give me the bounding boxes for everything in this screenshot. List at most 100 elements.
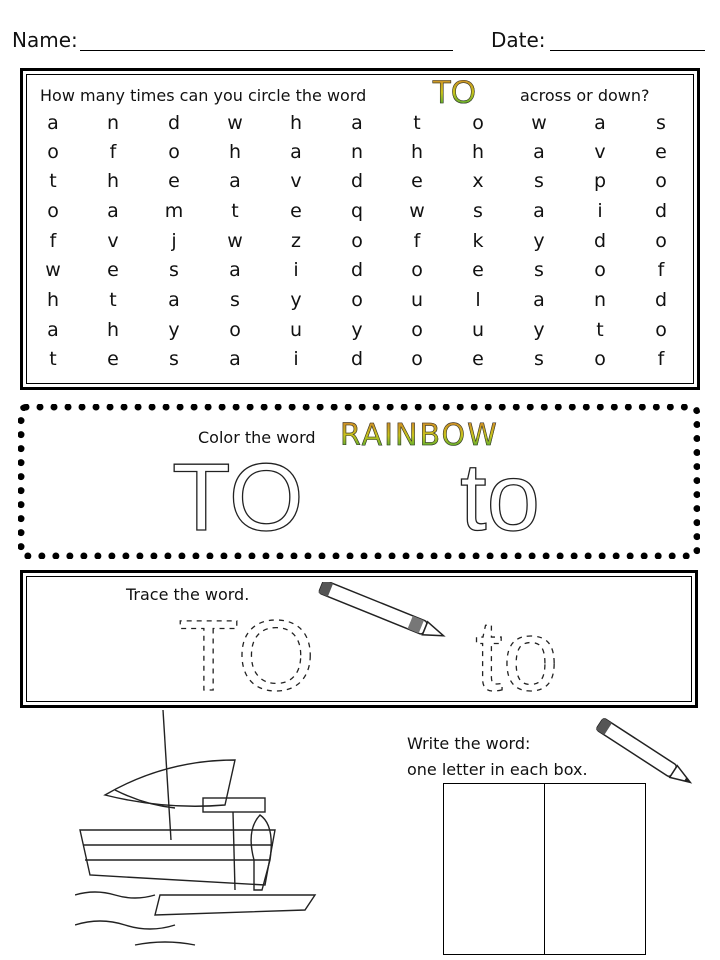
grid-letter[interactable]: h [410, 141, 424, 163]
grid-letter[interactable]: d [350, 170, 364, 192]
grid-letter[interactable]: l [475, 289, 481, 311]
grid-letter[interactable]: p [593, 170, 607, 192]
grid-letter[interactable]: t [109, 289, 117, 311]
grid-letter[interactable]: t [231, 200, 239, 222]
name-field[interactable] [80, 50, 453, 51]
date-field[interactable] [550, 50, 705, 51]
grid-letter[interactable]: d [654, 200, 668, 222]
grid-letter[interactable]: w [227, 112, 243, 134]
grid-letter[interactable]: m [164, 200, 184, 222]
grid-letter[interactable]: h [228, 141, 242, 163]
grid-letter[interactable]: h [106, 319, 120, 341]
grid-letter[interactable]: i [597, 200, 603, 222]
grid-letter[interactable]: y [168, 319, 180, 341]
grid-letter[interactable]: f [49, 230, 57, 252]
grid-letter[interactable]: u [471, 319, 485, 341]
grid-letter[interactable]: h [46, 289, 60, 311]
grid-letter[interactable]: y [290, 289, 302, 311]
grid-letter[interactable]: s [534, 348, 544, 370]
grid-letter[interactable]: a [229, 170, 241, 192]
grid-letter[interactable]: n [593, 289, 607, 311]
grid-letter[interactable]: t [49, 348, 57, 370]
letter-box-1[interactable] [443, 783, 545, 955]
grid-letter[interactable]: t [413, 112, 421, 134]
grid-letter[interactable]: f [657, 348, 665, 370]
trace-letters[interactable]: TO to [150, 600, 570, 700]
grid-letter[interactable]: t [596, 319, 604, 341]
grid-letter[interactable]: i [293, 348, 299, 370]
grid-letter[interactable]: d [350, 259, 364, 281]
grid-letter[interactable]: o [351, 289, 363, 311]
grid-letter[interactable]: o [655, 230, 667, 252]
grid-letter[interactable]: o [411, 319, 423, 341]
grid-letter[interactable]: o [472, 112, 484, 134]
grid-letter[interactable]: a [533, 141, 545, 163]
grid-letter[interactable]: z [291, 230, 301, 252]
grid-letter[interactable]: a [229, 259, 241, 281]
grid-letter[interactable]: h [106, 170, 120, 192]
grid-letter[interactable]: w [227, 230, 243, 252]
grid-letter[interactable]: a [47, 112, 59, 134]
grid-letter[interactable]: t [49, 170, 57, 192]
grid-letter[interactable]: a [351, 112, 363, 134]
grid-letter[interactable]: e [107, 259, 119, 281]
grid-letter[interactable]: y [533, 230, 545, 252]
grid-letter[interactable]: e [107, 348, 119, 370]
grid-letter[interactable]: o [411, 348, 423, 370]
grid-letter[interactable]: j [171, 230, 177, 252]
grid-letter[interactable]: e [472, 259, 484, 281]
grid-letter[interactable]: o [229, 319, 241, 341]
grid-letter[interactable]: a [533, 289, 545, 311]
grid-letter[interactable]: d [654, 289, 668, 311]
grid-letter[interactable]: s [534, 170, 544, 192]
grid-letter[interactable]: k [472, 230, 484, 252]
grid-letter[interactable]: a [168, 289, 180, 311]
grid-letter[interactable]: q [350, 200, 364, 222]
grid-letter[interactable]: d [167, 112, 181, 134]
grid-letter[interactable]: e [411, 170, 423, 192]
grid-letter[interactable]: h [289, 112, 303, 134]
grid-letter[interactable]: a [47, 319, 59, 341]
grid-letter[interactable]: d [350, 348, 364, 370]
grid-letter[interactable]: n [350, 141, 364, 163]
grid-letter[interactable]: a [229, 348, 241, 370]
grid-letter[interactable]: u [410, 289, 424, 311]
grid-letter[interactable]: f [657, 259, 665, 281]
grid-letter[interactable]: e [472, 348, 484, 370]
grid-letter[interactable]: e [168, 170, 180, 192]
grid-letter[interactable]: w [45, 259, 61, 281]
outline-upper-word[interactable]: TO [171, 444, 304, 551]
grid-letter[interactable]: x [472, 170, 484, 192]
grid-letter[interactable]: d [593, 230, 607, 252]
grid-letter[interactable]: y [533, 319, 545, 341]
grid-letter[interactable]: o [411, 259, 423, 281]
trace-lower-word[interactable]: to [474, 600, 559, 700]
grid-letter[interactable]: f [413, 230, 421, 252]
grid-letter[interactable]: u [289, 319, 303, 341]
grid-letter[interactable]: s [169, 259, 179, 281]
trace-upper-word[interactable]: TO [177, 600, 315, 700]
grid-letter[interactable]: s [473, 200, 483, 222]
grid-letter[interactable]: a [107, 200, 119, 222]
grid-letter[interactable]: o [47, 200, 59, 222]
grid-letter[interactable]: o [594, 348, 606, 370]
grid-letter[interactable]: o [351, 230, 363, 252]
grid-letter[interactable]: e [655, 141, 667, 163]
grid-letter[interactable]: s [169, 348, 179, 370]
grid-letter[interactable]: o [655, 319, 667, 341]
grid-letter[interactable]: o [655, 170, 667, 192]
grid-letter[interactable]: a [533, 200, 545, 222]
grid-letter[interactable]: s [656, 112, 666, 134]
grid-letter[interactable]: e [290, 200, 302, 222]
grid-letter[interactable]: v [107, 230, 119, 252]
grid-letter[interactable]: i [293, 259, 299, 281]
grid-letter[interactable]: w [531, 112, 547, 134]
grid-letter[interactable]: f [109, 141, 117, 163]
outline-lower-word[interactable]: to [459, 444, 541, 551]
grid-letter[interactable]: s [534, 259, 544, 281]
grid-letter[interactable]: o [168, 141, 180, 163]
grid-letter[interactable]: o [47, 141, 59, 163]
grid-letter[interactable]: v [594, 141, 606, 163]
grid-letter[interactable]: a [290, 141, 302, 163]
grid-letter[interactable]: a [594, 112, 606, 134]
